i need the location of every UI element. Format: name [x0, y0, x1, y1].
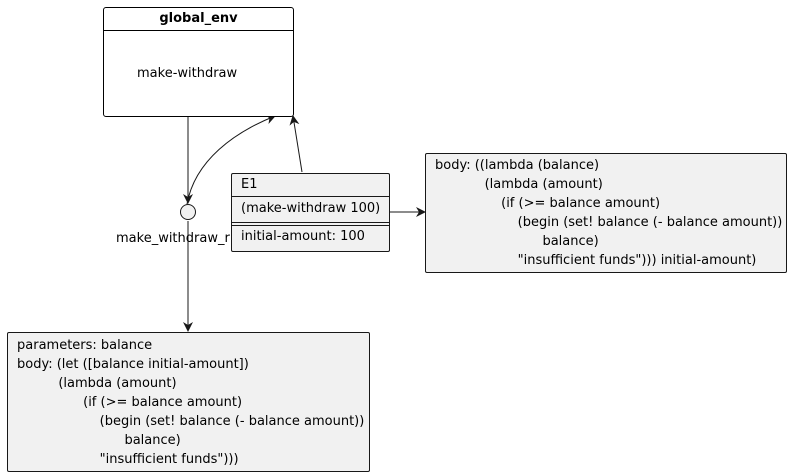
- e1-parent-arrow: [289, 115, 303, 173]
- procedure-env-arrow: [186, 114, 276, 205]
- note-line: body: ((lambda (balance): [435, 158, 600, 173]
- note-line: body: (let ([balance initial-amount]): [17, 357, 249, 372]
- note-line: (begin (set! balance (- balance amount)): [17, 414, 365, 429]
- env-e1-call: (make-withdraw 100): [241, 201, 381, 216]
- note-line: "insufficient funds"))) initial-amount): [435, 253, 757, 268]
- note-line: (if (>= balance amount): [435, 196, 661, 211]
- procedure-object-note: parameters: balance body: (let ([balance…: [7, 332, 370, 472]
- note-line: (if (>= balance amount): [17, 395, 243, 410]
- global-env-title: global_env: [104, 8, 293, 31]
- note-line: balance): [17, 433, 181, 448]
- env-e1-title: E1: [241, 177, 258, 192]
- procedure-label: make_withdraw_r: [116, 231, 230, 246]
- procedure-circle: [180, 204, 196, 220]
- env-e1: E1 (make-withdraw 100) initial-amount: 1…: [231, 173, 390, 252]
- procedure-body-note: body: ((lambda (balance) (lambda (amount…: [425, 153, 787, 273]
- note-line: (lambda (amount): [17, 376, 177, 391]
- env-e1-binding: initial-amount: 100: [241, 229, 365, 244]
- note-line: (begin (set! balance (- balance amount)): [435, 215, 783, 230]
- note-line: "insufficient funds"))): [17, 452, 239, 467]
- global-env-binding: make-withdraw: [137, 66, 238, 81]
- note-line: parameters: balance: [17, 338, 153, 353]
- note-line: balance): [435, 234, 599, 249]
- note-line: (lambda (amount): [435, 177, 603, 192]
- global-env-frame: global_env make-withdraw: [103, 7, 294, 117]
